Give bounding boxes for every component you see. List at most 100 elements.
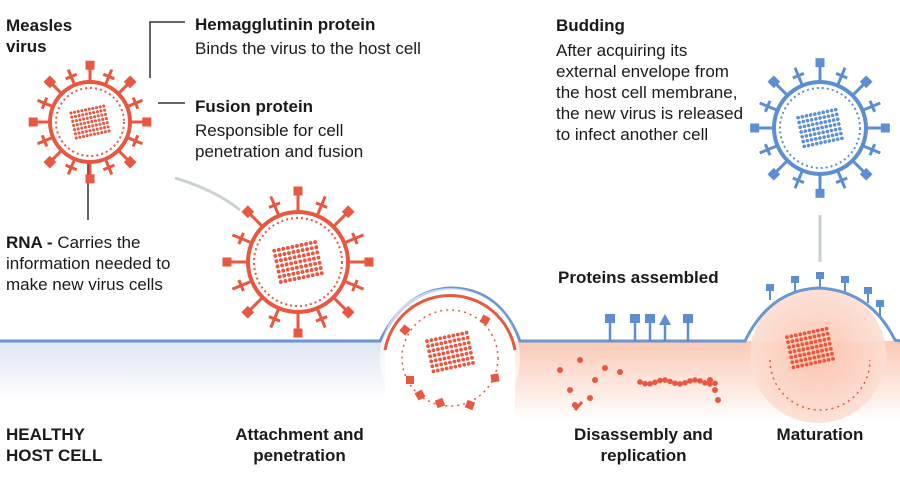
rna-bead [798, 353, 802, 358]
rna-bead [98, 105, 102, 109]
rna-bead [276, 247, 281, 252]
rna-bead [93, 119, 98, 123]
rna-bead [830, 351, 834, 356]
rna-bead [296, 249, 301, 254]
rna-bead [821, 332, 826, 337]
rna-strand-bead [715, 397, 721, 403]
rna-bead [433, 358, 438, 363]
rna-bead [282, 252, 287, 256]
rna-bead [98, 122, 102, 126]
rna-bead [445, 350, 450, 355]
rna-bead [291, 250, 296, 255]
released-protein [399, 324, 411, 336]
rna-bead [449, 344, 454, 349]
rna-bead [74, 136, 78, 140]
hemagglutinin-title: Hemagglutinin protein [195, 15, 376, 34]
rna-bead [805, 138, 810, 143]
rna-bead [319, 271, 324, 276]
rna-bead [798, 332, 803, 337]
rna-bead [801, 119, 806, 124]
membrane-protein-head [816, 272, 824, 279]
rna-bead [307, 257, 312, 262]
assembled-fusion-protein [659, 314, 671, 325]
rna-bead [278, 279, 283, 284]
rna-bead [88, 111, 92, 115]
rna-bead [800, 363, 805, 368]
fusion-protein [237, 232, 245, 245]
rna-bead [817, 111, 821, 116]
rna-bead [840, 136, 844, 141]
rna-strand-bead [662, 377, 668, 383]
rna-bead [825, 109, 830, 114]
rna-bead [452, 359, 457, 364]
replication-fragment [617, 369, 623, 375]
replication-fragment [587, 395, 593, 401]
rna-bead [301, 253, 306, 258]
rna-bead [95, 127, 99, 131]
rna-bead [819, 343, 823, 348]
rna-bead [788, 350, 793, 355]
hemagglutinin-protein [341, 205, 355, 219]
rna-coil [272, 240, 324, 284]
rna-bead [794, 338, 799, 343]
rna-bead [461, 357, 466, 362]
rna-bead [835, 137, 840, 142]
rna-bead [809, 137, 814, 142]
rna-desc: Carries the information needed to make n… [6, 233, 171, 294]
matrix-layer [779, 87, 861, 169]
rna-bead [799, 337, 804, 342]
rna-bead [823, 140, 827, 144]
rna-bead [811, 350, 816, 355]
rna-bead [308, 262, 313, 267]
rna-bead [826, 114, 831, 119]
rna-bead [832, 123, 837, 127]
rna-bead [824, 347, 829, 352]
rna-bead [103, 112, 108, 116]
rna-bead [79, 122, 83, 126]
rna-bead [808, 133, 813, 137]
rna-bead [834, 132, 839, 137]
released-protein [490, 373, 500, 383]
rna-bead [75, 123, 79, 127]
rna-strand-bead [682, 380, 688, 386]
rna-bead [285, 267, 290, 272]
rna-bead [810, 345, 815, 350]
rna-bead [816, 126, 820, 131]
penetrating-virus [399, 309, 500, 411]
rna-bead [309, 246, 314, 251]
rna-bead [464, 330, 469, 335]
released-protein [434, 397, 446, 409]
rna-bead [316, 255, 321, 260]
rna-bead [295, 243, 299, 248]
rna-bead [279, 258, 283, 263]
hemagglutinin-desc: Binds the virus to the host cell [195, 39, 421, 58]
hemagglutinin-protein [142, 117, 152, 127]
fusion-protein [835, 176, 848, 184]
rna-strand-bead [707, 377, 713, 383]
stage-attachment: Attachment and penetration [235, 425, 364, 465]
viral-envelope [772, 80, 868, 176]
rna-bead [818, 338, 822, 343]
measles-virus-diagram [28, 60, 152, 184]
rna-bead [833, 127, 838, 132]
rna-bead [71, 119, 75, 123]
rna-bead [798, 125, 802, 130]
rna-bead [817, 131, 821, 136]
leader-attachment [174, 176, 241, 212]
rna-bead [815, 349, 820, 354]
hemagglutinin-protein [293, 186, 303, 196]
rna-bead [803, 336, 808, 341]
fusion-protein [268, 315, 281, 323]
rna-bead [820, 125, 824, 130]
rna-strand-bead [712, 387, 718, 393]
rna-bead [78, 118, 82, 122]
replication-fragment [602, 365, 608, 371]
dissolving-envelope [401, 309, 499, 407]
rna-bead [82, 121, 87, 125]
rna-bead [793, 354, 798, 359]
rna-bead [456, 358, 461, 363]
rna-bead [805, 346, 810, 351]
rna-bead [89, 133, 93, 137]
rna-bead [808, 335, 812, 340]
rna-bead [89, 115, 93, 120]
